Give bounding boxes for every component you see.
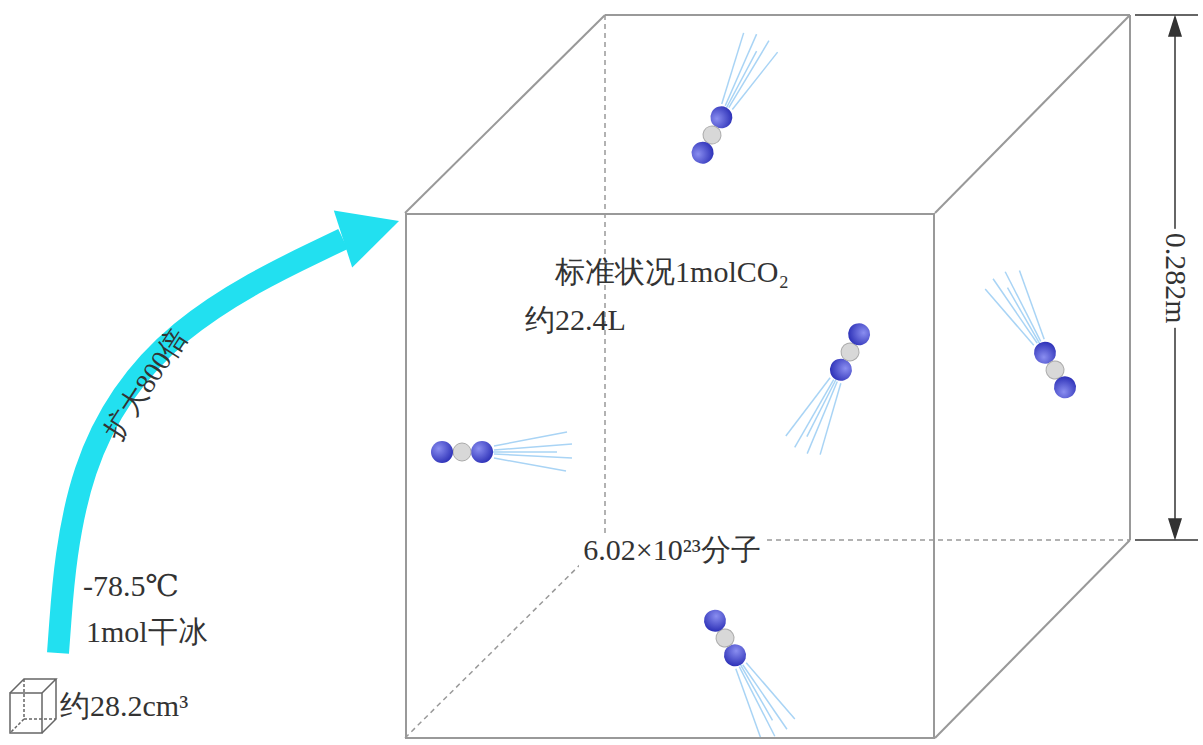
node-text: 1mol干冰 [86, 615, 208, 650]
node-text: 约28.2cm³ [60, 689, 188, 724]
small-cube [8, 675, 60, 735]
dimension-label: 0.282m [1158, 229, 1193, 328]
node-text: 约22.4L [525, 303, 626, 338]
node-text: 6.02×10²³分子 [579, 533, 764, 568]
enlarge-arrow [58, 210, 399, 653]
node-text: 标准状况1molCO₂ [555, 255, 789, 290]
node-text: -78.5℃ [83, 569, 179, 604]
edge-label: 扩大800倍 [98, 322, 194, 445]
dry-ice-cube: -78.5℃ 1mol干冰约28.2cm³ [8, 565, 233, 740]
gas-cube-face: 标准状况1molCO₂ 约22.4L 6.02×10²³分子 [405, 213, 935, 739]
